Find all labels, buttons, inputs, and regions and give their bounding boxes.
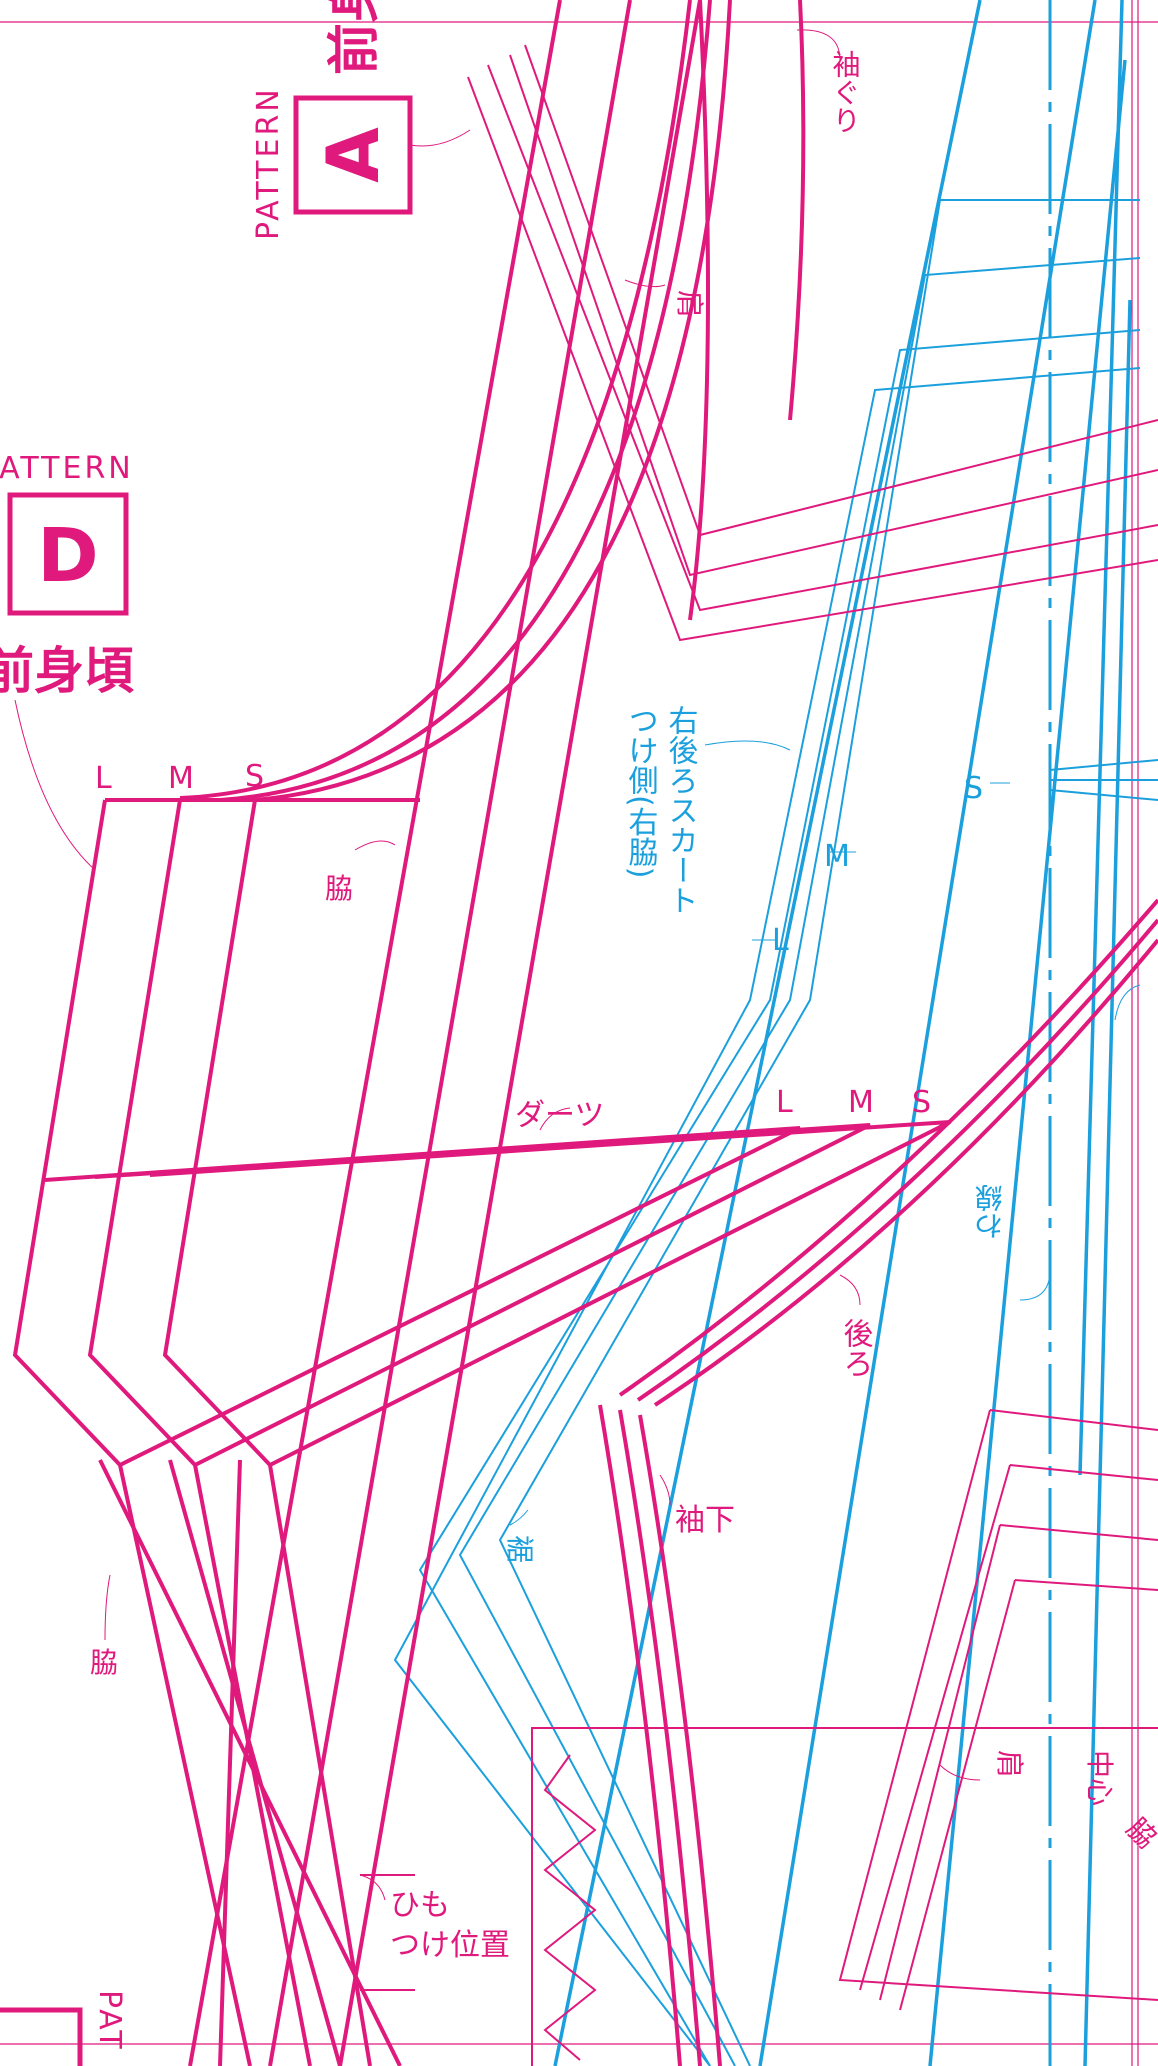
- size-label-l-top: L: [95, 761, 112, 796]
- size-label-s-top: S: [245, 759, 264, 794]
- label-himo-line2: つけ位置: [390, 1928, 510, 1963]
- label-chushin: 中心: [1083, 1750, 1116, 1806]
- label-susono: 裾: [503, 1535, 536, 1563]
- size-label-s-dart: S: [912, 1085, 931, 1120]
- size-label-l-skirt: L: [772, 923, 789, 958]
- pattern-a-letter: A: [311, 127, 395, 183]
- pink-bodice-pattern-lines: [12, 0, 1158, 2066]
- pattern-bottom-word: PAT: [92, 1990, 127, 2052]
- size-label-m-skirt: M: [824, 839, 850, 874]
- pink-thin-pattern-lines: [14, 29, 1158, 2066]
- pattern-a-letter-box: [293, 95, 413, 215]
- pink-part-labels: 袖ぐり 肩 脇 ダーツ 後ろ 袖下 脇 ひも つけ位置 肩 中心 脇: [90, 50, 1158, 1963]
- label-skirt-line2: つけ側(右脇): [623, 705, 659, 878]
- pattern-d-badge: PATTERN D 前身頃: [0, 451, 134, 700]
- skirt-size-labels: L M S: [772, 771, 983, 958]
- bodice-size-labels: L M S L M S: [95, 759, 931, 1120]
- label-sodeshita: 袖下: [675, 1503, 735, 1538]
- size-label-l-dart: L: [776, 1085, 793, 1120]
- pattern-d-title: 前身頃: [0, 642, 134, 700]
- blue-part-labels: 右後ろスカート つけ側(右脇) 裾 わ線: [503, 705, 1007, 1563]
- label-skirt-line1: 右後ろスカート: [663, 705, 699, 915]
- blue-skirt-panel-outline: [393, 199, 1158, 2066]
- label-himo-line1: ひも: [390, 1888, 450, 1923]
- pattern-a-word: PATTERN: [251, 86, 286, 240]
- label-sodeguri: 袖ぐり: [829, 50, 862, 134]
- label-wasen: わ線: [974, 1184, 1007, 1240]
- size-label-m-dart: M: [848, 1085, 874, 1120]
- size-label-m-top: M: [168, 761, 194, 796]
- label-waki-upper: 脇: [325, 872, 353, 905]
- label-kata-top: 肩: [673, 290, 706, 318]
- label-waki-right: 脇: [1120, 1812, 1158, 1855]
- blue-skirt-pattern-lines: [553, 0, 1132, 2066]
- pattern-d-letter: D: [37, 513, 98, 599]
- pattern-bottom-badge: PAT: [0, 1990, 127, 2066]
- label-waki-lower: 脇: [90, 1646, 118, 1679]
- pattern-d-word: PATTERN: [0, 451, 134, 486]
- size-label-s-skirt: S: [964, 771, 983, 806]
- label-ushiro: 後ろ: [838, 1318, 874, 1378]
- label-darts: ダーツ: [515, 1098, 604, 1133]
- label-kata-bottom: 肩: [993, 1750, 1026, 1778]
- pattern-a-title: 前身: [325, 0, 385, 75]
- pattern-a-badge: A PATTERN 前身: [251, 0, 413, 240]
- pattern-d-letter-box: [7, 492, 129, 616]
- pattern-bottom-letter-box: [0, 2007, 83, 2066]
